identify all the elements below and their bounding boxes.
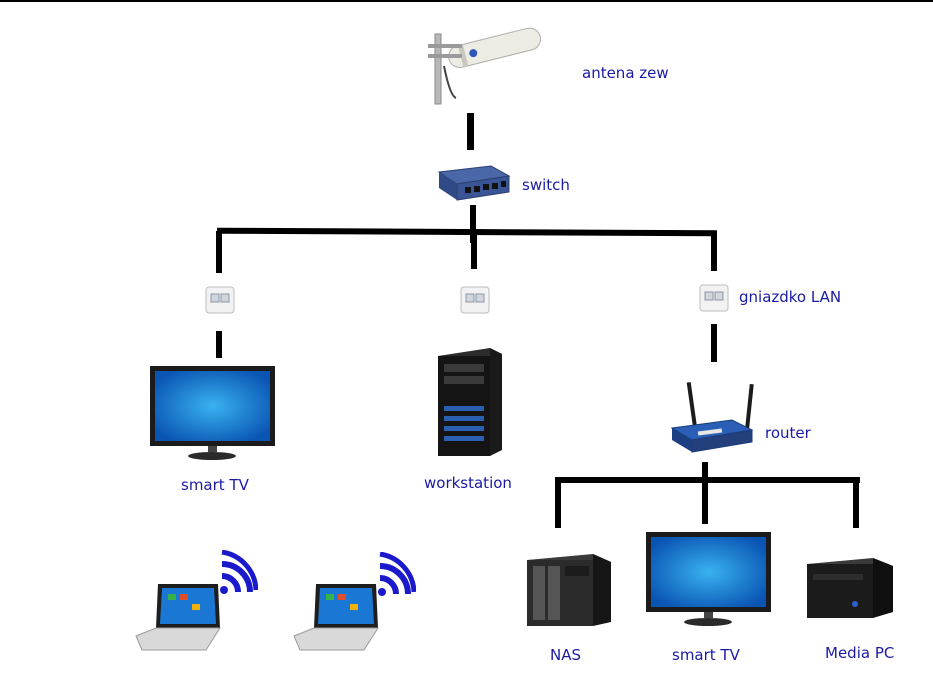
wire-drop-nas [555, 479, 561, 528]
smart-tv-right-label: smart TV [672, 646, 740, 664]
tv-icon [150, 366, 276, 462]
wire-antenna-switch [467, 113, 474, 150]
lan-socket-icon [699, 284, 729, 312]
wifi-signal-icon [218, 550, 258, 596]
media-pc-label: Media PC [825, 644, 895, 662]
tv-icon [646, 532, 772, 628]
router-label: router [765, 424, 811, 442]
switch-label: switch [522, 176, 570, 194]
tower-pc-icon [432, 346, 508, 458]
wifi-router-icon [668, 380, 756, 456]
lan-socket-icon [460, 286, 490, 314]
smart-tv-left-label: smart TV [181, 476, 249, 494]
wire-main-bus [216, 227, 718, 237]
workstation-label: workstation [424, 474, 512, 492]
nas-icon [523, 550, 615, 630]
wire-switch-bus [470, 205, 476, 243]
lan-socket-icon [205, 286, 235, 314]
outdoor-antenna-icon [420, 26, 550, 106]
lan-socket-label: gniazdko LAN [739, 288, 842, 306]
nas-label: NAS [550, 646, 582, 664]
antenna-label: antena zew [582, 64, 669, 82]
wire-lower-bus [555, 477, 860, 483]
wire-drop-media-pc [853, 479, 859, 528]
media-pc-icon [803, 554, 897, 620]
wire-drop-center [471, 231, 477, 269]
wifi-signal-icon [376, 552, 416, 598]
top-border [0, 0, 933, 2]
wire-drop-right [711, 231, 717, 271]
laptop-icon [134, 580, 226, 658]
wire-drop-left [216, 231, 222, 273]
wire-socket-tv [216, 331, 222, 358]
wire-router-bus [702, 462, 708, 524]
network-switch-icon [433, 162, 513, 206]
laptop-icon [292, 580, 384, 658]
wire-socket-router [711, 324, 717, 362]
